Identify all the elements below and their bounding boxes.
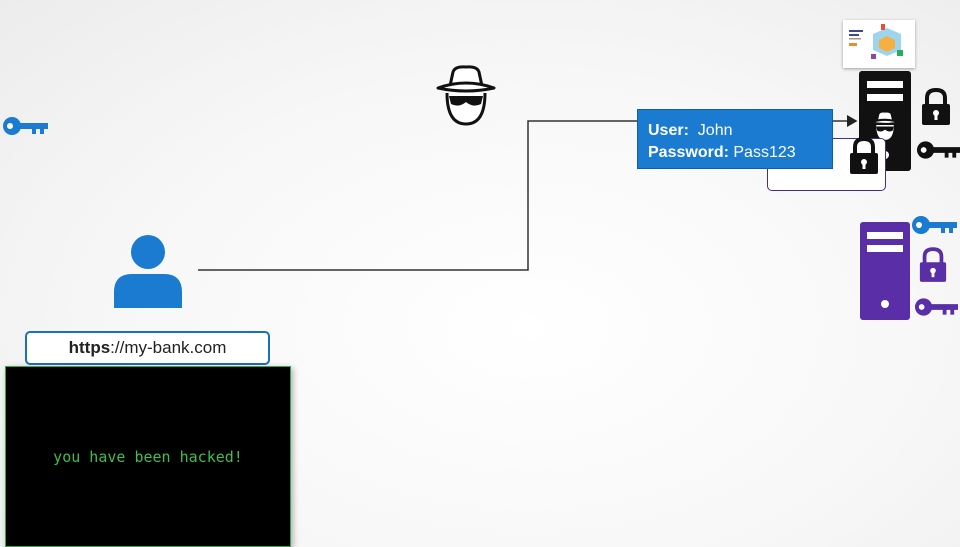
hacked-terminal-window: you have been hacked! (5, 366, 291, 547)
hacked-message: you have been hacked! (53, 447, 243, 466)
url-domain: ://my-bank.com (110, 338, 227, 357)
lock-icon (922, 88, 950, 125)
key-icon (916, 141, 960, 159)
user-value: John (697, 122, 733, 139)
key-icon (914, 298, 958, 316)
lock-icon (850, 137, 878, 174)
password-value: Pass123 (733, 144, 796, 161)
hacker-icon (869, 110, 901, 142)
url-scheme: https (68, 338, 111, 357)
hacker-icon (436, 65, 496, 126)
website-thumbnail-icon (843, 20, 915, 68)
key-icon (912, 216, 957, 234)
key-icon (3, 117, 48, 135)
url-bar[interactable]: https://my-bank.com (25, 331, 270, 365)
server-icon (860, 222, 910, 320)
user-label: User: (648, 122, 689, 139)
user-icon (114, 235, 182, 308)
credentials-box: User: John Password: Pass123 (637, 109, 833, 169)
lock-icon (919, 247, 947, 282)
password-label: Password: (648, 144, 729, 161)
